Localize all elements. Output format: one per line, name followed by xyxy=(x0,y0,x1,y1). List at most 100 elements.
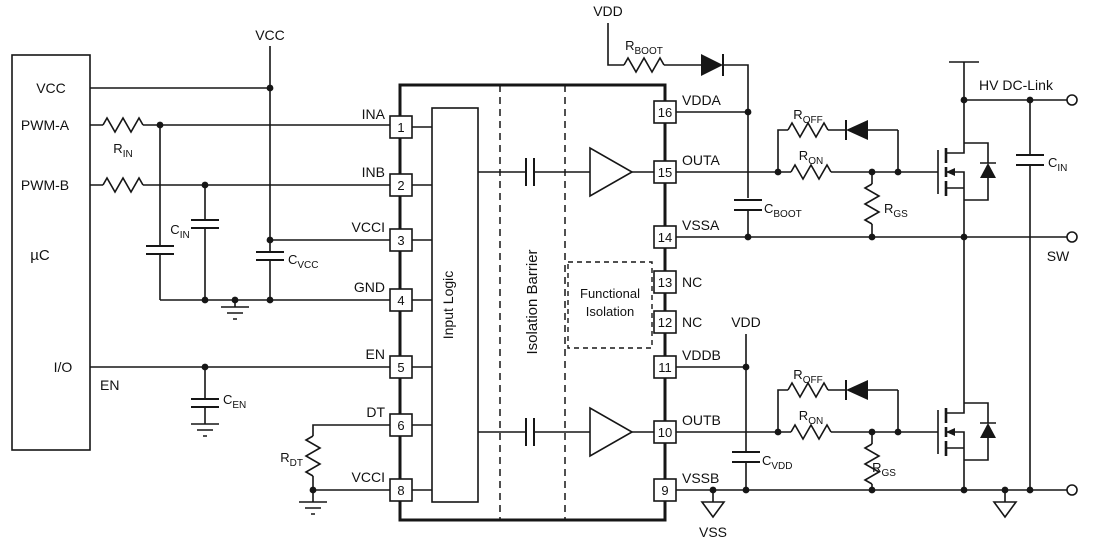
vdd-mid-label: VDD xyxy=(731,314,761,330)
pin-name-outa: OUTA xyxy=(682,152,721,168)
capacitor-cvdd xyxy=(732,451,760,463)
mosfet-a-body xyxy=(937,100,965,237)
cin-bus-label: CIN xyxy=(1048,155,1067,174)
resistor-rgs-a xyxy=(863,183,881,225)
driver-buffer-b xyxy=(589,406,634,458)
resistor-rdt xyxy=(304,435,322,477)
hv-dc-link-terminal xyxy=(1066,94,1078,106)
pin-name-inb: INB xyxy=(362,164,385,180)
pin-num-9: 9 xyxy=(661,483,668,498)
pin-num-14: 14 xyxy=(658,230,672,245)
input-logic-box xyxy=(431,107,479,503)
pin-num-11: 11 xyxy=(658,360,672,375)
mosfet-b-body-diode-icon xyxy=(980,423,996,438)
en-net-label: EN xyxy=(100,377,119,393)
cen-label: CEN xyxy=(223,392,246,411)
cvcc-label: CVCC xyxy=(288,252,319,271)
pin-name-vssb: VSSB xyxy=(682,470,719,486)
earth-ground-rdt-icon xyxy=(299,501,327,515)
vss-ground-icon xyxy=(700,501,726,519)
resistor-rin-a xyxy=(102,116,144,134)
capacitor-cin-bus xyxy=(1016,154,1044,166)
junction-dots xyxy=(156,84,1034,494)
rin-label: RIN xyxy=(113,141,132,160)
pin-num-8: 8 xyxy=(397,483,404,498)
mcu-pin-vcc-label: VCC xyxy=(36,80,66,96)
functional-isolation-box xyxy=(567,261,653,349)
input-logic-label: Input Logic xyxy=(440,271,456,340)
mosfet-high-side xyxy=(937,100,996,237)
capacitor-cen xyxy=(191,398,219,408)
mosfet-b-arrow xyxy=(946,428,955,436)
pin-box-1 xyxy=(389,115,413,139)
pin-box-2 xyxy=(389,173,413,197)
earth-ground-rail-icon xyxy=(221,306,249,320)
cvdd-label: CVDD xyxy=(762,453,793,472)
pin-name-outb: OUTB xyxy=(682,412,721,428)
capacitor-cvcc xyxy=(256,251,284,261)
rgs-b-label: RGS xyxy=(872,460,896,479)
pin-name-vssa: VSSA xyxy=(682,217,720,233)
bootstrap-diode-triangle xyxy=(701,54,723,76)
resistor-ron-a xyxy=(790,163,832,181)
ic-pin-stubs xyxy=(412,126,432,491)
turnoff-diode-b-icon xyxy=(845,380,868,400)
pin-name-gnd: GND xyxy=(354,279,385,295)
isolation-capacitor-b xyxy=(525,418,535,446)
mosfet-low-side xyxy=(937,237,996,490)
pin-num-16: 16 xyxy=(658,105,672,120)
mcu-label: µC xyxy=(30,247,50,264)
rgs-a-label: RGS xyxy=(884,201,908,220)
pin-name-ina: INA xyxy=(362,106,386,122)
pin-box-12 xyxy=(653,310,677,334)
pin-box-13 xyxy=(653,270,677,294)
functional-isolation-label-2: Isolation xyxy=(586,304,634,319)
pin-name-vdda: VDDA xyxy=(682,92,722,108)
pin-num-10: 10 xyxy=(658,425,672,440)
earth-ground-cen-icon xyxy=(191,423,219,437)
capacitor-cboot xyxy=(734,199,762,211)
resistor-rin-b xyxy=(102,176,144,194)
mcu-pin-pwmb-label: PWM-B xyxy=(21,177,69,193)
pin-num-6: 6 xyxy=(397,418,404,433)
pin-box-8 xyxy=(389,478,413,502)
rboot-label: RBOOT xyxy=(625,38,663,57)
pin-box-5 xyxy=(389,355,413,379)
pin-num-12: 12 xyxy=(658,315,672,330)
resistor-roff-b xyxy=(787,381,829,399)
resistor-ron-b xyxy=(790,423,832,441)
pin-num-4: 4 xyxy=(397,293,404,308)
pin-num-3: 3 xyxy=(397,233,404,248)
ic-right-pins: 16 VDDA 15 OUTA 14 VSSA 13 NC 12 NC 11 V… xyxy=(653,92,722,502)
pin-name-dt: DT xyxy=(366,404,385,420)
ron-b-label: RON xyxy=(799,408,823,427)
rdt-label: RDT xyxy=(280,450,303,469)
cboot-label: CBOOT xyxy=(764,201,802,220)
turnoff-diode-b-triangle xyxy=(846,380,868,400)
cin-label: CIN xyxy=(170,222,189,241)
pin-box-6 xyxy=(389,413,413,437)
roff-a-label: ROFF xyxy=(793,107,822,126)
resistor-rboot xyxy=(623,56,665,74)
resistor-rgs-b xyxy=(863,443,881,485)
ground-terminal xyxy=(1066,484,1078,496)
ron-a-label: RON xyxy=(799,148,823,167)
vcc-net-label: VCC xyxy=(255,27,285,43)
isolation-capacitor-a xyxy=(525,158,535,186)
mcu-box xyxy=(11,54,91,451)
pin-name-vcci: VCCI xyxy=(352,219,385,235)
pin-box-4 xyxy=(389,288,413,312)
turnoff-diode-a-triangle xyxy=(846,120,868,140)
roff-b-label: ROFF xyxy=(793,367,822,386)
isolation-barrier-label: Isolation Barrier xyxy=(524,249,541,354)
bootstrap-diode-icon xyxy=(701,54,724,76)
pin-name-nc-12: NC xyxy=(682,314,702,330)
sw-terminal xyxy=(1066,231,1078,243)
pin-num-13: 13 xyxy=(658,275,672,290)
pin-name-vddb: VDDB xyxy=(682,347,721,363)
hv-dc-link-label: HV DC-Link xyxy=(979,77,1054,93)
ic-channel-wires xyxy=(478,171,654,433)
capacitor-cin-a xyxy=(146,245,174,255)
